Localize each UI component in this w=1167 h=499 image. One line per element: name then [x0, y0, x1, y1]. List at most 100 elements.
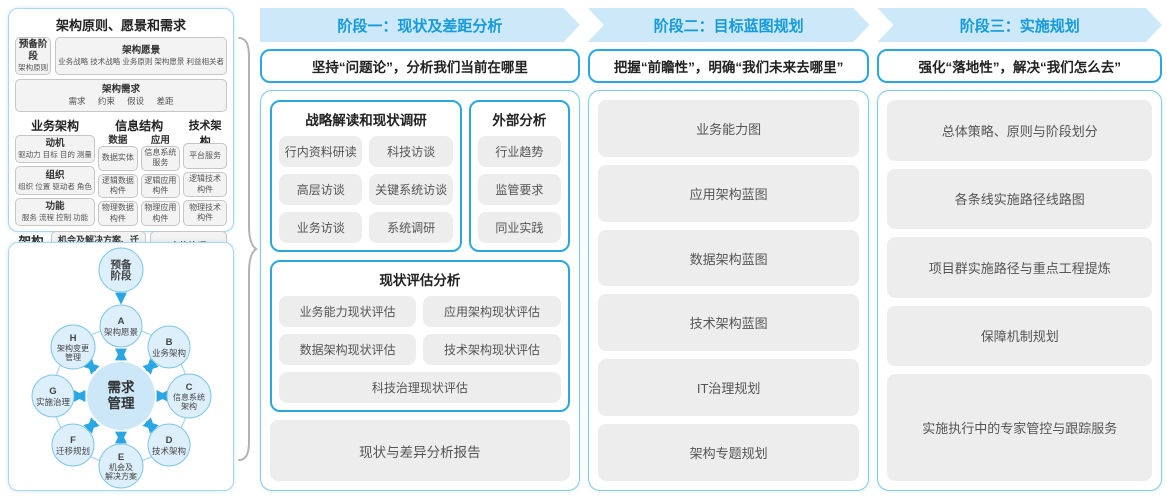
svg-text:架构变更: 架构变更 [57, 343, 89, 353]
svg-text:管理: 管理 [65, 352, 81, 362]
organization-box: 组织 组织 位置 驱动者 角色 [15, 166, 96, 195]
svg-text:技术架构: 技术架构 [152, 446, 186, 456]
logical-data-box: 逻辑数据构件 [98, 173, 138, 199]
phases-container: 阶段一：现状及差距分析 坚持“问题论”，分析我们当前在哪里 战略解读和现状调研 … [260, 8, 1162, 491]
requirements-sub: 需求 约束 假设 差距 [68, 95, 174, 106]
prep-title: 预备阶段 [18, 39, 48, 63]
motivation-box: 动机 驱动力 目标 目的 测量 [15, 135, 96, 164]
adm-node-e: E 机会及 解决方案 [98, 443, 144, 489]
list-item: 应用架构蓝图 [597, 164, 860, 222]
external-analysis-title: 外部分析 [492, 113, 547, 128]
application-title: 应用 [150, 135, 170, 146]
vision-title: 架构愿景 [122, 45, 161, 57]
list-item: 系统调研 [369, 212, 453, 243]
strategy-research-title: 战略解读和现状调研 [305, 113, 427, 128]
list-item: 总体策略、原则与阶段划分 [887, 100, 1152, 161]
architecture-vision-box: 架构愿景 业务战略 技术战略 业务原则 架构愿景 利益相关者 [55, 37, 227, 75]
prep-vision-row: 预备阶段 架构原则 架构愿景 业务战略 技术战略 业务原则 架构愿景 利益相关者 [15, 37, 227, 75]
list-item: 科技访谈 [369, 136, 453, 167]
adm-node-c: C 信息系统 架构 [166, 373, 212, 419]
adm-node-f: F 迁移规划 [51, 423, 95, 467]
motivation-sub: 驱动力 目标 目的 测量 [18, 150, 92, 160]
data-entity-box: 数据实体 [98, 146, 138, 171]
information-structure-column: 信息结构 数据 数据实体 逻辑数据构件 物理数据构件 应用 信息系统服务 逻辑应… [98, 117, 181, 227]
architecture-principles-panel: 架构原则、愿景和需求 预备阶段 架构原则 架构愿景 业务战略 技术战略 业务原则… [8, 8, 234, 271]
phase-1-column: 阶段一：现状及差距分析 坚持“问题论”，分析我们当前在哪里 战略解读和现状调研 … [260, 8, 580, 491]
organization-sub: 组织 位置 驱动者 角色 [18, 181, 92, 191]
logical-tech-box: 逻辑技术构件 [183, 171, 227, 198]
list-item: IT治理规划 [597, 359, 860, 417]
svg-text:F: F [70, 435, 76, 446]
svg-text:预备: 预备 [111, 258, 132, 271]
svg-text:D: D [166, 435, 173, 446]
list-item: 实施执行中的专家管控与跟踪服务 [887, 374, 1152, 481]
data-subcolumn: 数据 数据实体 逻辑数据构件 物理数据构件 [98, 132, 138, 227]
physical-data-box: 物理数据构件 [98, 201, 138, 227]
list-item: 监管要求 [477, 174, 561, 205]
adm-node-h: H 架构变更 管理 [50, 324, 96, 370]
list-item: 架构专题规划 [597, 424, 860, 481]
phase-1-subtitle: 坚持“问题论”，分析我们当前在哪里 [260, 49, 580, 83]
phase-3-body: 总体策略、原则与阶段划分 各条线实施路径线路图 项目群实施路径与重点工程提炼 保… [877, 90, 1162, 491]
panel-title: 架构原则、愿景和需求 [55, 18, 186, 33]
phase-2-subtitle: 把握“前瞻性”，明确“我们未来去哪里” [587, 49, 870, 83]
left-column: 架构原则、愿景和需求 预备阶段 架构原则 架构愿景 业务战略 技术战略 业务原则… [8, 8, 234, 491]
technology-architecture-title: 技术架构 [188, 120, 222, 148]
list-item: 业务能力现状评估 [279, 296, 417, 327]
svg-text:迁移规划: 迁移规划 [56, 446, 90, 456]
svg-text:C: C [186, 382, 193, 393]
prep-sub: 架构原则 [18, 63, 49, 72]
phase-3-column: 阶段三：实施规划 强化“落地性”，解决“我们怎么去” 总体策略、原则与阶段划分 … [877, 8, 1162, 491]
requirements-title: 架构需求 [101, 84, 140, 96]
logical-app-box: 逻辑应用构件 [140, 173, 181, 199]
adm-node-d: D 技术架构 [147, 423, 191, 467]
list-item: 行内资料研读 [279, 136, 363, 167]
architecture-requirements-box: 架构需求 需求 约束 假设 差距 [15, 79, 227, 112]
list-item: 业务能力图 [597, 100, 860, 157]
phase-1-header: 阶段一：现状及差距分析 [260, 8, 580, 42]
svg-text:需求: 需求 [108, 379, 135, 395]
current-state-assessment-box: 现状评估分析 业务能力现状评估 应用架构现状评估 数据架构现状评估 技术架构现状… [270, 260, 570, 412]
svg-text:G: G [49, 386, 56, 397]
list-item: 技术架构蓝图 [597, 294, 860, 352]
business-architecture-title: 业务架构 [31, 119, 80, 133]
phase-1-body: 战略解读和现状调研 行内资料研读 科技访谈 高层访谈 关键系统访谈 业务访谈 系… [260, 90, 580, 491]
list-item: 数据架构现状评估 [279, 334, 417, 365]
motivation-title: 动机 [45, 138, 65, 150]
adm-cycle-diagram: 预备 阶段 需求 管理 [31, 247, 212, 489]
adm-radial-arrows [73, 348, 169, 444]
list-item: 应用架构现状评估 [423, 296, 561, 327]
function-box: 功能 服务 流程 控制 功能 [15, 197, 96, 226]
platform-service-box: 平台服务 [183, 143, 227, 169]
function-title: 功能 [45, 201, 65, 212]
physical-tech-box: 物理技术构件 [183, 200, 227, 227]
info-system-service-box: 信息系统服务 [140, 146, 181, 171]
architecture-domains-row: 业务架构 动机 驱动力 目标 目的 测量 组织 组织 位置 驱动者 角色 功能 … [15, 117, 227, 227]
list-item: 项目群实施路径与重点工程提炼 [887, 237, 1152, 298]
list-item: 技术架构现状评估 [423, 334, 561, 365]
svg-text:解决方案: 解决方案 [105, 471, 137, 481]
adm-node-b: B 业务架构 [147, 325, 191, 369]
list-item: 关键系统访谈 [369, 174, 453, 205]
list-item: 各条线实施路径线路图 [887, 168, 1152, 229]
adm-node-g: G 实施治理 [31, 374, 75, 418]
assessment-title: 现状评估分析 [379, 273, 461, 288]
prep-phase-box: 预备阶段 架构原则 [15, 37, 52, 75]
business-architecture-column: 业务架构 动机 驱动力 目标 目的 测量 组织 组织 位置 驱动者 角色 功能 … [15, 117, 96, 226]
adm-center-node: 需求 管理 [87, 362, 155, 430]
vision-sub: 业务战略 技术战略 业务原则 架构愿景 利益相关者 [58, 57, 224, 67]
svg-text:A: A [118, 316, 125, 327]
curly-brace-icon [238, 37, 258, 461]
adm-cycle-panel: 预备 阶段 需求 管理 [8, 242, 234, 491]
svg-text:架构愿景: 架构愿景 [104, 327, 138, 337]
svg-text:机会及: 机会及 [109, 462, 133, 472]
organization-title: 组织 [45, 169, 65, 181]
list-item: 高层访谈 [279, 174, 363, 205]
svg-text:架构: 架构 [181, 401, 197, 411]
phase-3-header: 阶段三：实施规划 [877, 8, 1162, 42]
phase-3-subtitle: 强化“落地性”，解决“我们怎么去” [877, 49, 1162, 83]
information-structure-title: 信息结构 [115, 119, 164, 133]
adm-prep-node: 预备 阶段 [98, 247, 144, 293]
list-item: 同业实践 [477, 212, 561, 243]
